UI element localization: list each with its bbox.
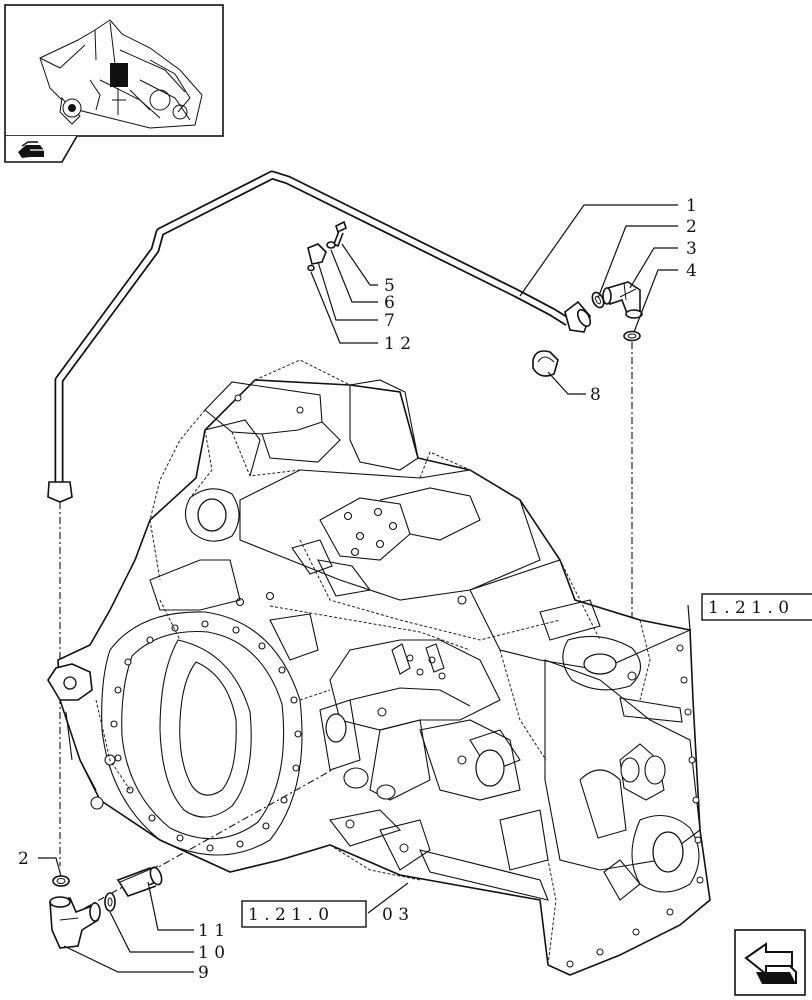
- elbow-fitting-part-3: [602, 281, 643, 319]
- callout-1: 1: [686, 196, 697, 216]
- reference-box-bottom[interactable]: 1 . 2 1 . 0 0 3: [241, 900, 409, 928]
- clamp-part-8: [532, 350, 559, 377]
- callout-10: 1 0: [198, 943, 225, 963]
- reference-label-bottom: 1 . 2 1 . 0: [248, 905, 329, 925]
- reference-box-right[interactable]: 1 . 2 1 . 0: [701, 593, 812, 621]
- callout-2: 2: [686, 217, 697, 237]
- callout-2-lower: 2: [18, 849, 29, 869]
- bolt-part-5: [332, 220, 347, 248]
- washer-part-4: [623, 330, 641, 342]
- page-back-icon[interactable]: [18, 141, 44, 158]
- elbow-fitting-part-9: [49, 896, 101, 949]
- callout-6: 6: [384, 293, 395, 313]
- next-page-arrow-icon[interactable]: [734, 929, 806, 996]
- callout-9: 9: [198, 963, 209, 983]
- callout-7: 7: [384, 311, 395, 331]
- washer-part-2-lower: [52, 875, 70, 887]
- leader-lines: [38, 204, 691, 973]
- bracket-part-7: [307, 243, 327, 265]
- clip-part-12: [307, 264, 315, 272]
- washer-part-6: [326, 241, 336, 249]
- callout-3: 3: [686, 239, 697, 259]
- thumbnail-tractor-image: [39, 19, 203, 129]
- callout-12: 1 2: [384, 334, 411, 354]
- thumbnail-panel: [4, 4, 224, 163]
- washer-part-10: [104, 892, 116, 912]
- adapter-part-11: [116, 865, 163, 897]
- callout-labels: 1 2 3 4 5 6 7 1 2 8 2 1 1 1 0 9: [18, 196, 697, 983]
- callout-11: 1 1: [198, 921, 225, 941]
- callout-8: 8: [590, 385, 601, 405]
- reference-label-bottom-tail: 0 3: [382, 905, 409, 925]
- callout-5: 5: [384, 276, 395, 296]
- pipe-part-1: [47, 170, 592, 503]
- callout-4: 4: [686, 261, 697, 281]
- transmission-housing: [47, 359, 711, 976]
- reference-label-right: 1 . 2 1 . 0: [708, 598, 789, 618]
